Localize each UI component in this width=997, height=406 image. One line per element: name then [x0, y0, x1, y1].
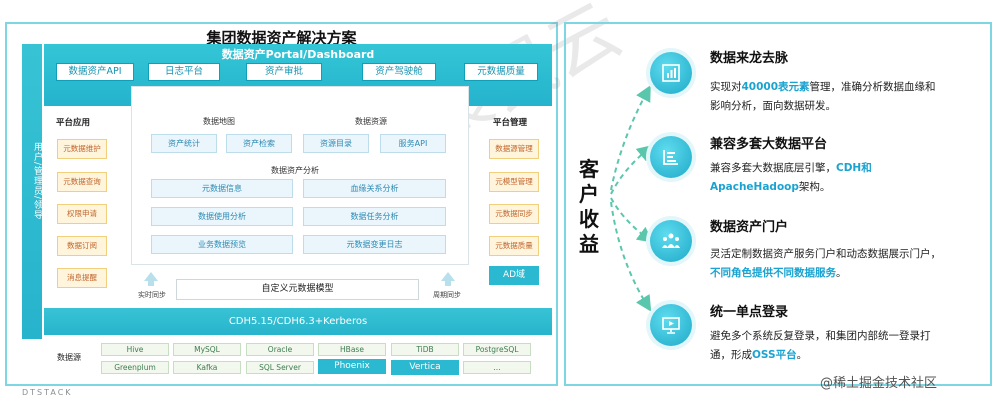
asset-search-button[interactable]: 资产检索	[226, 134, 292, 153]
portal-button-log[interactable]: 日志平台	[148, 63, 220, 81]
portal-button-cockpit[interactable]: 资产驾驶舱	[362, 63, 436, 81]
periodic-sync-label: 周期同步	[433, 291, 461, 299]
portal-button-approval[interactable]: 资产审批	[246, 63, 322, 81]
benefit-text: 兼容多套大数据底层引擎，CDH和 ApacheHadoop架构。	[710, 159, 980, 197]
benefit-highlight: 40000表元素	[741, 81, 810, 93]
benefit-text: 实现对40000表元素管理，准确分析数据血缘和 影响分析，面向数据研发。	[710, 78, 980, 116]
benefit-text-part: 。	[836, 267, 847, 279]
mgmt-item[interactable]: 元数据质量	[489, 236, 539, 256]
list-icon	[650, 136, 692, 178]
up-arrow-stem	[445, 281, 451, 286]
mgmt-item[interactable]: 元数据同步	[489, 204, 539, 224]
benefit-highlight: 不同角色提供不同数据服务	[710, 267, 836, 279]
benefit-text-part: 架构。	[798, 181, 831, 193]
juejin-watermark: @稀土掘金技术社区	[820, 376, 938, 391]
datasource-item[interactable]: PostgreSQL	[463, 343, 531, 356]
cdh-band: CDH5.15/CDH6.3+Kerberos	[44, 308, 552, 335]
realtime-sync-label: 实时同步	[138, 291, 166, 299]
datasource-item[interactable]: Hive	[101, 343, 169, 356]
app-item[interactable]: 数据订阅	[57, 236, 107, 256]
datasource-item-highlight[interactable]: Phoenix	[318, 359, 386, 374]
data-map-title: 数据地图	[203, 117, 235, 126]
datasource-item[interactable]: Greenplum	[101, 361, 169, 374]
analysis-item[interactable]: 元数据信息	[151, 179, 293, 198]
benefit-label: 客户收益	[579, 157, 599, 256]
benefit-text-part: 影响分析，面向数据研发。	[710, 100, 836, 112]
benefit-highlight: OSS平台	[752, 349, 797, 361]
portal-button-api[interactable]: 数据资产API	[56, 63, 134, 81]
dtstack-logo: DTSTACK	[22, 388, 73, 397]
benefits-panel	[564, 22, 992, 386]
datasource-item[interactable]: ...	[463, 361, 531, 374]
asset-stats-button[interactable]: 资产统计	[151, 134, 217, 153]
platform-mgmt-title: 平台管理	[493, 118, 528, 128]
user-bar: 用户/管理员/领导	[22, 44, 42, 339]
portal-band: 数据资产Portal/Dashboard 数据资产API 日志平台 资产审批 资…	[44, 44, 552, 106]
app-item[interactable]: 元数据维护	[57, 139, 107, 159]
benefit-text-part: 管理，准确分析数据血缘和	[809, 81, 936, 93]
datasource-item[interactable]: Kafka	[173, 361, 241, 374]
people-icon	[650, 220, 692, 262]
benefit-title: 兼容多套大数据平台	[710, 137, 828, 152]
benefit-text: 避免多个系统反复登录，和集团内部统一登录打 通，形成OSS平台。	[710, 327, 980, 365]
ad-domain-button[interactable]: AD域	[489, 266, 539, 285]
datasource-item[interactable]: HBase	[318, 343, 386, 356]
app-item[interactable]: 权限申请	[57, 204, 107, 224]
user-bar-label: 用户/管理员/领导	[32, 142, 42, 221]
solution-panel: 集团数据资产解决方案	[5, 22, 558, 386]
benefit-text-part: 避免多个系统反复登录，和集团内部统一登录打	[710, 330, 931, 342]
mgmt-item[interactable]: 数据源管理	[489, 139, 539, 159]
benefit-highlight: CDH和	[836, 162, 872, 174]
analysis-item[interactable]: 业务数据预览	[151, 235, 293, 254]
app-item[interactable]: 消息提醒	[57, 268, 107, 288]
page-title: 集团数据资产解决方案	[206, 29, 357, 47]
mgmt-item[interactable]: 元模型管理	[489, 172, 539, 192]
datasource-item[interactable]: TiDB	[391, 343, 459, 356]
service-api-button[interactable]: 服务API	[380, 134, 446, 153]
analysis-item[interactable]: 数据使用分析	[151, 207, 293, 226]
dashed-arrows	[610, 84, 654, 312]
benefit-title: 统一单点登录	[710, 305, 789, 320]
resource-catalog-button[interactable]: 资源目录	[303, 134, 369, 153]
analysis-item[interactable]: 元数据变更日志	[303, 235, 446, 254]
benefit-text-part: 灵活定制数据资产服务门户和动态数据展示门户，	[710, 248, 941, 260]
benefit-title: 数据来龙去脉	[710, 51, 789, 66]
benefit-text-part: 兼容多套大数据底层引擎，	[710, 162, 836, 174]
benefit-title: 数据资产门户	[710, 220, 789, 235]
benefit-text-part: 通，形成	[710, 349, 752, 361]
datasource-item[interactable]: MySQL	[173, 343, 241, 356]
benefit-highlight: ApacheHadoop	[710, 181, 799, 193]
datasource-item-highlight[interactable]: Vertica	[391, 360, 459, 375]
presentation-icon	[650, 304, 692, 346]
analysis-title: 数据资产分析	[271, 166, 319, 175]
custom-meta-model[interactable]: 自定义元数据模型	[176, 279, 419, 300]
platform-apps-title: 平台应用	[56, 118, 91, 128]
up-arrow-stem	[148, 281, 154, 286]
datasource-item[interactable]: Oracle	[246, 343, 314, 356]
app-item[interactable]: 元数据查询	[57, 172, 107, 192]
up-arrow-icon	[144, 272, 158, 281]
portal-button-quality[interactable]: 元数据质量	[464, 63, 538, 81]
analysis-item[interactable]: 数据任务分析	[303, 207, 446, 226]
datasource-label: 数据源	[57, 353, 81, 362]
benefit-text-part: 实现对	[710, 81, 742, 93]
data-resource-title: 数据资源	[355, 117, 387, 126]
benefit-text-part: 。	[796, 349, 808, 361]
analysis-item[interactable]: 血缘关系分析	[303, 179, 446, 198]
up-arrow-icon	[441, 272, 455, 281]
portal-title: 数据资产Portal/Dashboard	[221, 48, 375, 61]
datasource-item[interactable]: SQL Server	[246, 361, 314, 374]
benefit-text: 灵活定制数据资产服务门户和动态数据展示门户， 不同角色提供不同数据服务。	[710, 245, 985, 283]
chart-icon	[650, 52, 692, 94]
